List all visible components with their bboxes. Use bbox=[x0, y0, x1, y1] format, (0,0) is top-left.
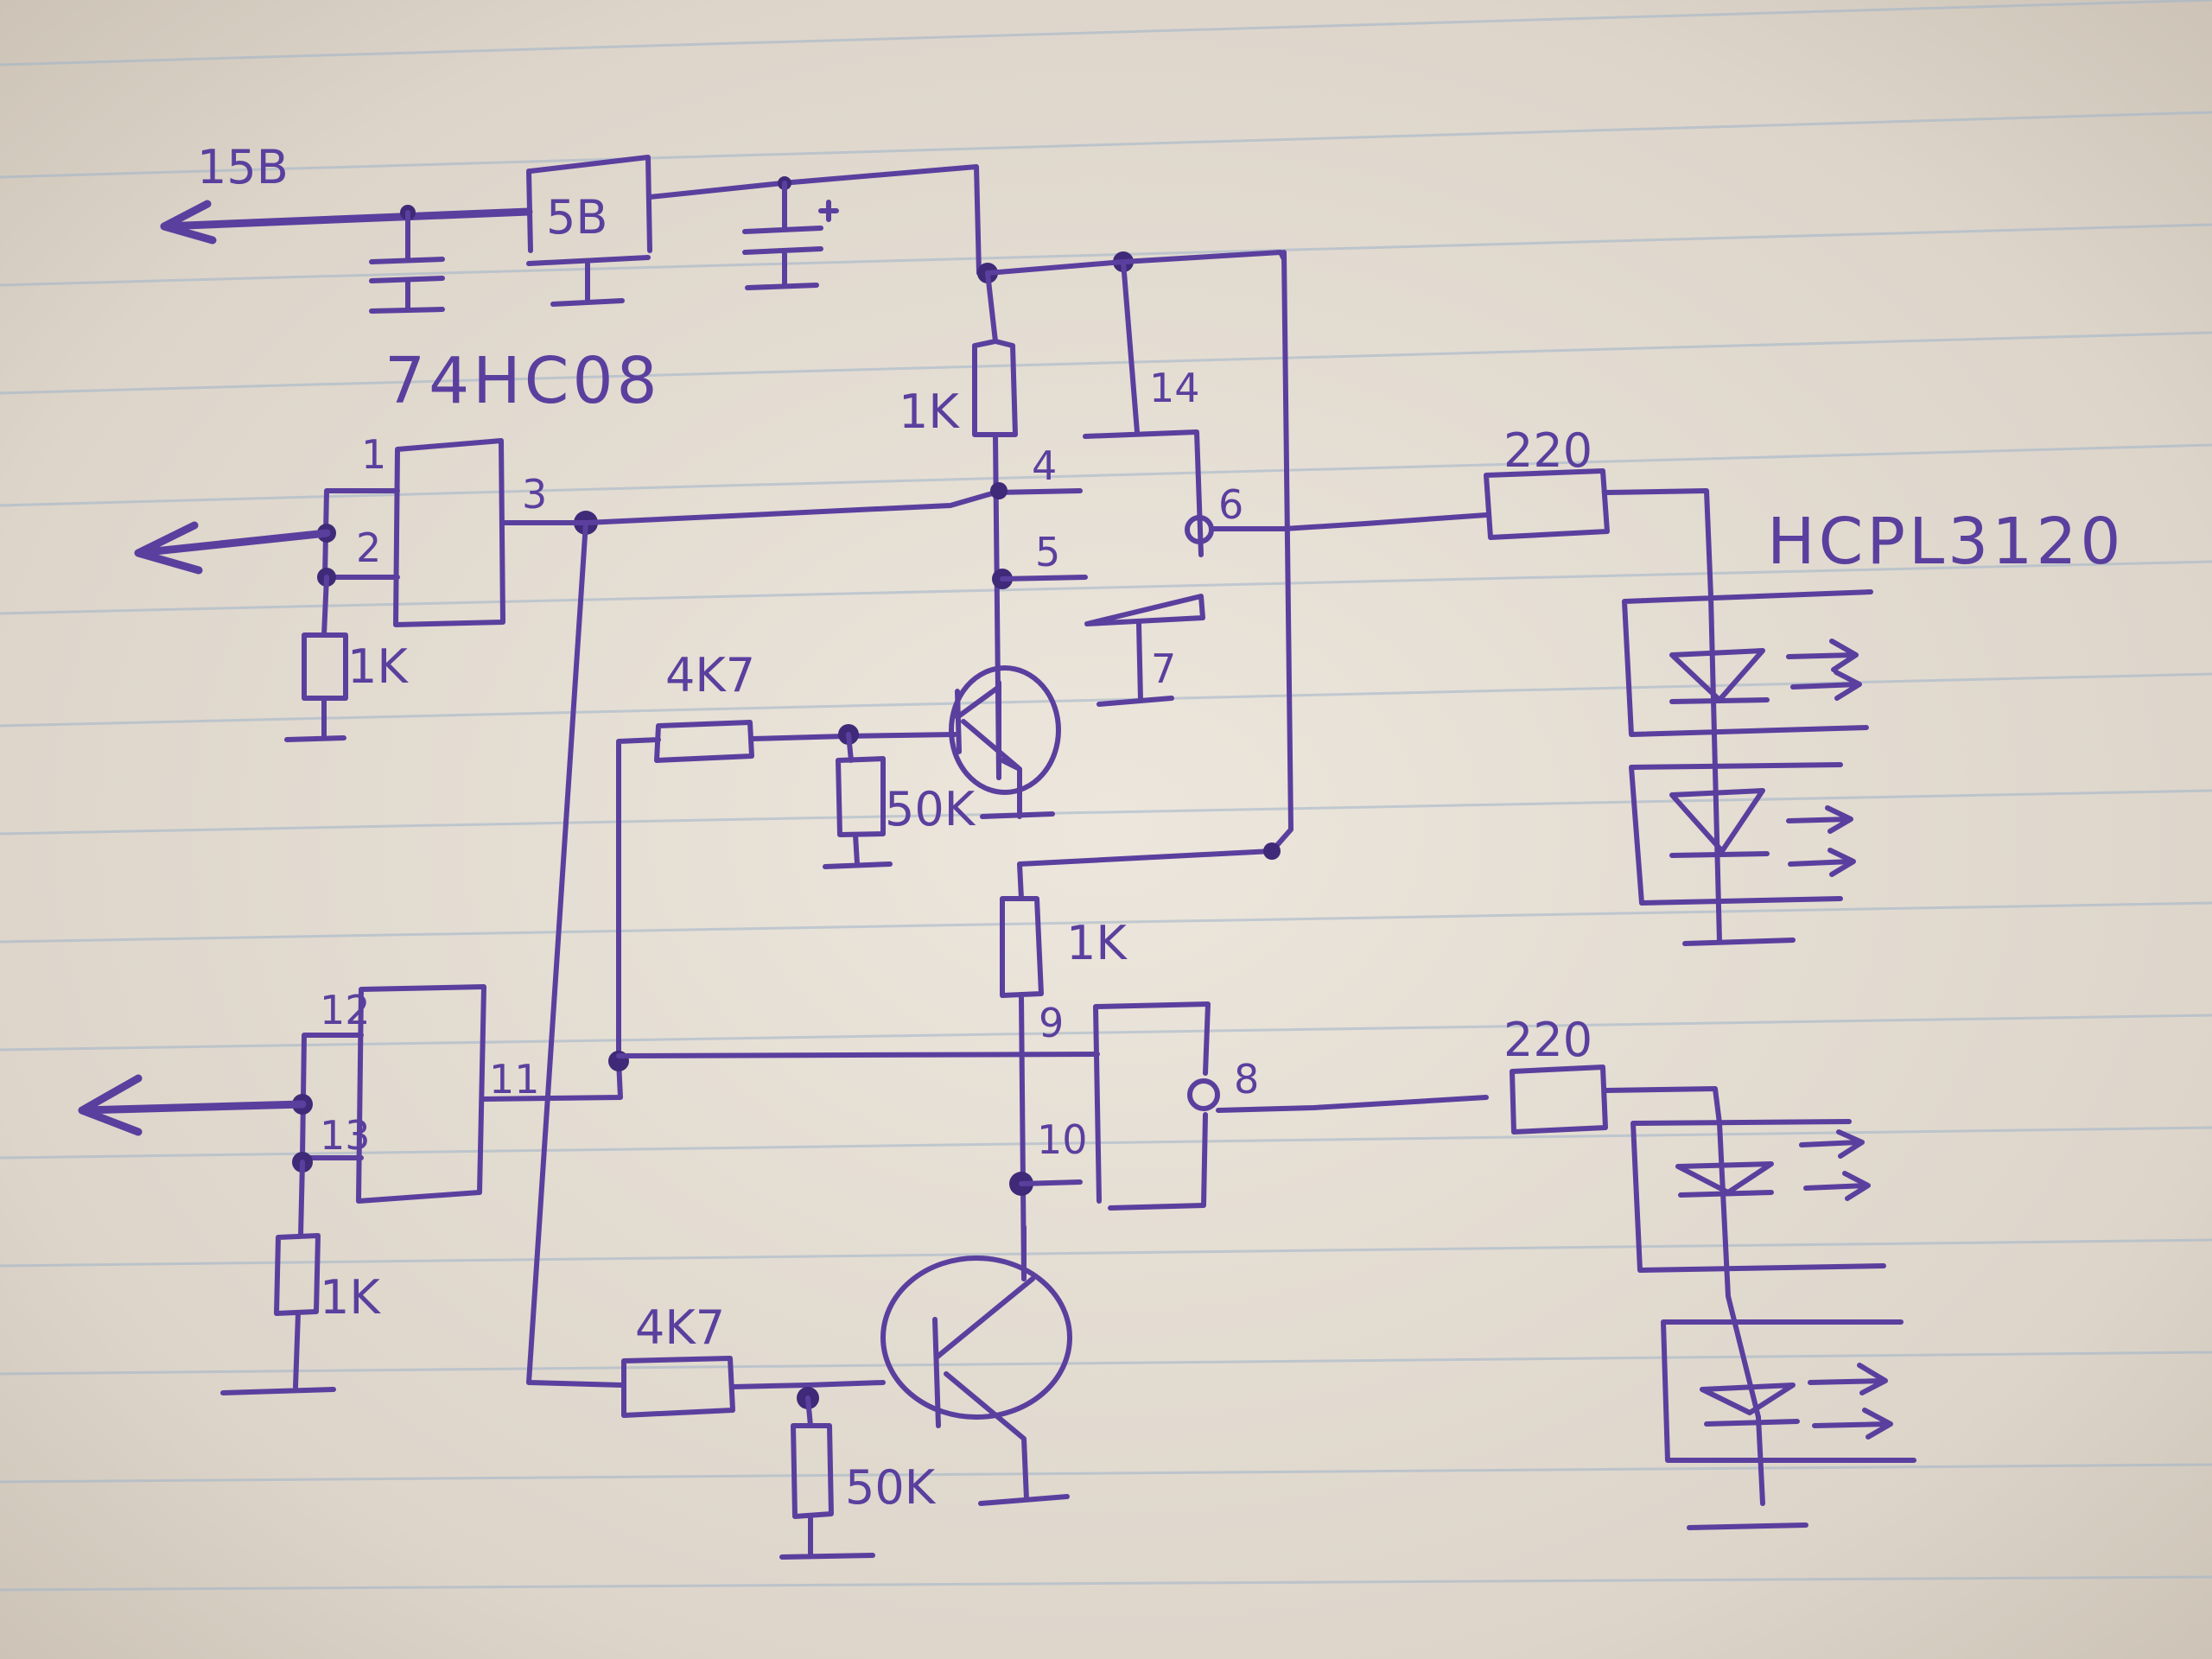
regulated-rail-wire bbox=[647, 164, 982, 276]
pin-14-label: 14 bbox=[1149, 365, 1200, 411]
nand-gate-b: 9 10 8 bbox=[1037, 1000, 1489, 1211]
pin-11-label: 11 bbox=[489, 1056, 540, 1103]
led-resistor-a-label: 220 bbox=[1503, 423, 1592, 478]
and-gate-a: 74HC08 1 2 3 1K bbox=[134, 344, 661, 742]
pin-12-label: 12 bbox=[320, 987, 371, 1033]
light-emission-arrows-b-icon bbox=[1786, 805, 1856, 877]
vcc-rail bbox=[977, 250, 1294, 854]
pullup-a-label: 1K bbox=[899, 385, 960, 439]
pin-2-label: 2 bbox=[356, 524, 381, 571]
pin-8-label: 8 bbox=[1234, 1056, 1259, 1103]
pulldown-b-label: 1K bbox=[320, 1270, 381, 1325]
input-arrow-icon bbox=[160, 200, 533, 245]
pin-13-label: 13 bbox=[320, 1112, 371, 1159]
net-gate-a-out bbox=[500, 488, 1083, 1388]
voltage-regulator: 5B bbox=[526, 155, 652, 307]
base-a-label: 4K7 bbox=[665, 648, 755, 702]
pin-1-label: 1 bbox=[361, 431, 386, 478]
base-b-label: 4K7 bbox=[635, 1300, 725, 1355]
pin-5-label: 5 bbox=[1035, 529, 1060, 575]
regulator-label: 5B bbox=[546, 190, 607, 245]
ruled-lines bbox=[0, 0, 2212, 1592]
transistor-b bbox=[880, 1224, 1072, 1506]
pullup-b-label: 1K bbox=[1066, 916, 1128, 970]
base-network-a: 4K7 50K bbox=[616, 648, 976, 1064]
led-driver-b: 220 bbox=[1503, 1013, 1722, 1135]
nand-gate-a: 4 5 6 14 7 bbox=[1032, 365, 1489, 707]
light-emission-arrows-d-icon bbox=[1808, 1363, 1893, 1440]
pulldown-a-label: 1K bbox=[347, 639, 409, 694]
base-network-b: 4K7 50K bbox=[621, 1300, 937, 1560]
optocoupler-a bbox=[1622, 589, 1873, 946]
pin-3-label: 3 bbox=[522, 471, 547, 518]
transistor-a bbox=[949, 665, 1061, 819]
light-emission-arrows-a-icon bbox=[1786, 639, 1862, 701]
pin-10-label: 10 bbox=[1037, 1116, 1088, 1163]
and-gate-b: 12 13 11 1K bbox=[78, 984, 1100, 1395]
pin-7-label: 7 bbox=[1151, 645, 1176, 692]
pin-4-label: 4 bbox=[1032, 442, 1057, 489]
ic-part-label: 74HC08 bbox=[385, 344, 661, 418]
base-pd-a-label: 50K bbox=[885, 782, 976, 836]
pullup-resistor-a: 1K bbox=[899, 339, 1088, 780]
input-capacitor bbox=[369, 205, 445, 314]
output-capacitor-polarized bbox=[742, 176, 839, 290]
optocoupler-label: HCPL3120 bbox=[1767, 505, 2125, 579]
pin-9-label: 9 bbox=[1039, 1000, 1064, 1046]
pin-6-label: 6 bbox=[1218, 481, 1243, 528]
led-resistor-b-label: 220 bbox=[1503, 1013, 1592, 1067]
optocoupler-b bbox=[1630, 1119, 1916, 1530]
input-b-arrow-icon bbox=[78, 1074, 307, 1136]
led-driver-a: 220 HCPL3120 bbox=[1484, 423, 2125, 599]
power-section: 15B 5B bbox=[160, 140, 982, 314]
base-pd-b-label: 50K bbox=[845, 1460, 937, 1515]
input-voltage-label: 15B bbox=[197, 140, 289, 194]
input-a-arrow-icon bbox=[134, 521, 331, 575]
light-emission-arrows-c-icon bbox=[1799, 1129, 1871, 1201]
